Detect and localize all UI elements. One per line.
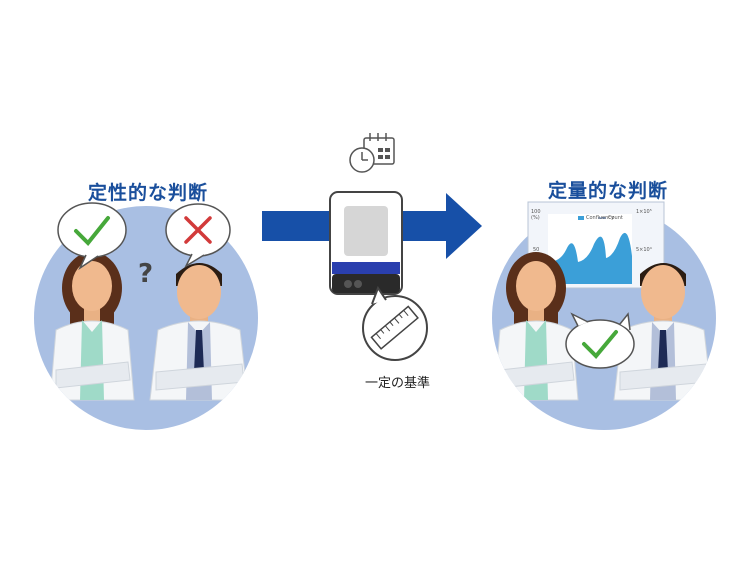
chart-legend-count: Count <box>608 215 623 221</box>
right-title: 定量的な判断 <box>548 180 669 202</box>
check-icon <box>74 216 110 246</box>
cross-bubble <box>165 203 231 269</box>
ruler-bubble <box>362 285 428 361</box>
woman-doctor-right <box>493 252 579 401</box>
chart-y-left-bottom: 50 <box>533 247 539 253</box>
chart-y-right-bottom: 5×10⁴ <box>636 247 652 253</box>
left-scene <box>34 202 258 430</box>
device-icon <box>329 191 403 295</box>
right-scene <box>492 201 716 430</box>
standard-caption: 一定の基準 <box>365 376 431 391</box>
check-icon-right <box>582 330 618 359</box>
clock-calendar-icon <box>349 133 395 173</box>
chart-area-fill <box>548 232 632 284</box>
ruler-icon <box>370 305 419 350</box>
question-icon: ? <box>138 259 153 289</box>
woman-doctor <box>49 252 135 401</box>
man-doctor <box>149 263 249 401</box>
check-bubble-right <box>565 312 635 369</box>
left-title: 定性的な判断 <box>88 182 209 204</box>
check-bubble <box>57 202 127 271</box>
chart-y-right-top: 1×10⁵ <box>636 209 652 215</box>
chart-legend-confluency: Confluency <box>586 215 614 221</box>
chart-y-left-top: 100 <box>531 209 541 215</box>
chart-y-left-unit: (%) <box>531 215 540 221</box>
cross-icon <box>184 216 212 244</box>
